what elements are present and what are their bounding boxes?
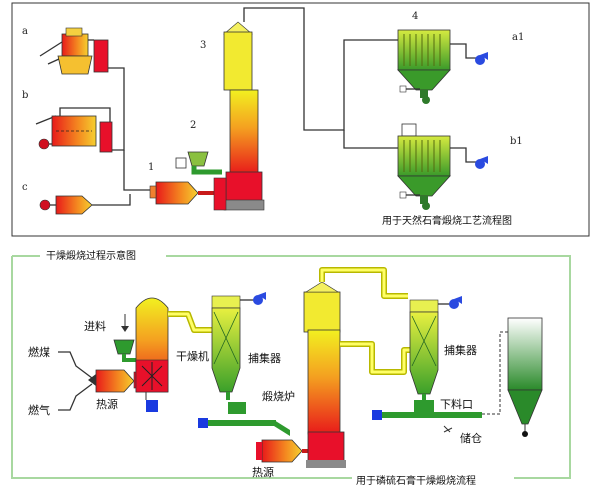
pipe-tower-collectors [243, 7, 398, 131]
label-dryer: 干燥机 [176, 349, 209, 363]
label-feed: 进料 [84, 319, 106, 333]
marker-a: a [22, 26, 28, 37]
label-discharge: 下料口 [440, 397, 473, 411]
top-panel-frame [11, 2, 590, 237]
unit-a [39, 27, 109, 75]
label-heat-source-1: 热源 [96, 397, 118, 411]
marker-2: 2 [190, 120, 196, 131]
marker-c: c [22, 182, 28, 193]
heat-source-2 [256, 439, 308, 463]
marker-b1: b1 [510, 136, 523, 147]
marker-4: 4 [412, 11, 418, 22]
label-coal: 燃煤 [28, 345, 50, 359]
label-heat-source-2: 热源 [252, 465, 274, 479]
marker-3: 3 [200, 40, 206, 51]
marker-1: 1 [148, 162, 154, 173]
marker-b: b [22, 90, 28, 101]
unit-4-baghouse-a1 [397, 29, 488, 104]
silo [507, 317, 543, 437]
unit-b1-baghouse [397, 123, 488, 210]
unit-3-tower [213, 21, 265, 211]
unit-c [39, 195, 93, 215]
label-collector-1: 捕集器 [248, 351, 281, 365]
collector-1 [198, 292, 290, 436]
unit-2-feeder [175, 151, 222, 175]
label-silo: 储仓 [460, 431, 482, 445]
unit-1-burner [149, 181, 216, 205]
top-caption: 用于天然石膏煅烧工艺流程图 [382, 214, 512, 227]
dryer-column [135, 297, 169, 412]
label-collector-2: 捕集器 [444, 343, 477, 357]
pipe-abc [108, 67, 125, 151]
bottom-panel-frame [11, 255, 571, 479]
unit-b [35, 107, 113, 153]
bottom-title: 干燥煅烧过程示意图 [46, 249, 136, 262]
label-gas: 燃气 [28, 403, 50, 417]
marker-a1: a1 [512, 32, 524, 43]
feed-hopper [113, 314, 140, 362]
label-calciner: 煅烧炉 [262, 389, 295, 403]
collector-2 [372, 296, 482, 420]
calciner-tower [303, 281, 346, 468]
bottom-caption: 用于磷硫石膏干燥煅烧流程 [356, 474, 476, 487]
